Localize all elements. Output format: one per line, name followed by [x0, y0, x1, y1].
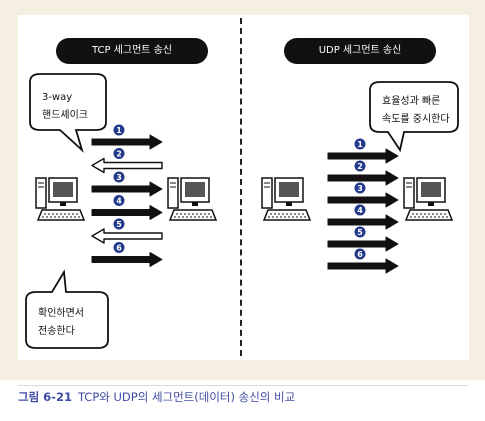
udp-arrows: 1 2 3 4 5 6: [327, 138, 399, 274]
figure-caption: 그림 6-21 TCP와 UDP의 세그먼트(데이터) 송신의 비교: [18, 389, 295, 405]
message-arrow: 4: [91, 195, 163, 220]
step-badge: [113, 148, 125, 159]
step-number: 4: [116, 197, 122, 206]
step-number: 2: [357, 162, 363, 171]
bubble-bottom-line-1: 확인하면서: [38, 306, 84, 319]
message-arrow: 5: [91, 218, 163, 244]
arrow-right-icon: [91, 252, 163, 267]
arrow-left-icon: [91, 157, 163, 174]
message-arrow: 1: [327, 138, 399, 164]
arrow-right-icon: [327, 148, 399, 164]
bubble-top-line-2: 핸드셰이크: [42, 109, 88, 121]
bubble-top-line-1: 3-way: [42, 92, 72, 103]
step-badge: [113, 195, 125, 206]
step-number: 6: [357, 250, 363, 259]
computer-icon: [35, 177, 85, 221]
step-badge: [354, 248, 366, 260]
step-badge: [113, 242, 125, 253]
bubble-right-line-1: 효율성과 빠른: [382, 95, 440, 107]
arrow-right-icon: [327, 258, 399, 274]
step-badge: [354, 226, 366, 238]
step-number: 1: [116, 126, 122, 135]
tcp-arrows: 1 2 3 4 5 6: [91, 124, 163, 267]
speech-bubble-right: 효율성과 빠른 속도를 중시한다: [369, 81, 459, 153]
panel-divider: [240, 18, 242, 356]
arrow-right-icon: [91, 181, 163, 197]
step-number: 5: [357, 228, 363, 237]
speech-bubble-bottom: 확인하면서 전송한다: [25, 269, 109, 349]
arrow-right-icon: [91, 134, 163, 150]
step-number: 5: [116, 220, 122, 229]
message-arrow: 3: [91, 171, 163, 197]
diagram-canvas: 3-way 핸드셰이크 확인하면서 전송한다 효율성과 빠른 속도를 중시한다 …: [25, 73, 459, 349]
bubble-bottom-line-2: 전송한다: [38, 325, 75, 337]
speech-bubble-top: 3-way 핸드셰이크: [29, 73, 107, 153]
step-badge: [354, 138, 366, 150]
computer-icon: [261, 177, 311, 221]
computer-icon: [167, 177, 217, 221]
arrow-right-icon: [327, 236, 399, 252]
udp-title-pill: UDP 세그먼트 송신: [284, 38, 436, 64]
message-arrow: 2: [91, 148, 163, 174]
caption-rule: [18, 385, 468, 386]
message-arrow: 5: [327, 226, 399, 252]
step-badge: [354, 160, 366, 172]
figure-number: 그림 6-21: [18, 390, 72, 404]
step-number: 3: [357, 184, 363, 193]
step-number: 1: [357, 140, 363, 149]
step-badge: [113, 171, 125, 183]
step-badge: [354, 182, 366, 194]
message-arrow: 1: [91, 124, 163, 150]
bubble-right-line-2: 속도를 중시한다: [382, 113, 450, 125]
message-arrow: 4: [327, 204, 399, 230]
arrow-left-icon: [91, 228, 163, 244]
step-number: 2: [116, 150, 122, 159]
computer-icon: [403, 177, 453, 221]
message-arrow: 3: [327, 182, 399, 208]
step-number: 3: [116, 173, 122, 182]
step-number: 4: [357, 206, 363, 215]
step-number: 6: [116, 244, 122, 253]
arrow-right-icon: [327, 214, 399, 230]
arrow-right-icon: [327, 170, 399, 186]
message-arrow: 6: [91, 242, 163, 267]
tcp-title-pill: TCP 세그먼트 송신: [56, 38, 208, 64]
arrow-right-icon: [91, 205, 163, 220]
arrow-right-icon: [327, 192, 399, 208]
step-badge: [113, 218, 125, 230]
step-badge: [354, 204, 366, 216]
step-badge: [113, 124, 125, 136]
message-arrow: 2: [327, 160, 399, 186]
figure-caption-text: TCP와 UDP의 세그먼트(데이터) 송신의 비교: [77, 390, 296, 404]
message-arrow: 6: [327, 248, 399, 274]
